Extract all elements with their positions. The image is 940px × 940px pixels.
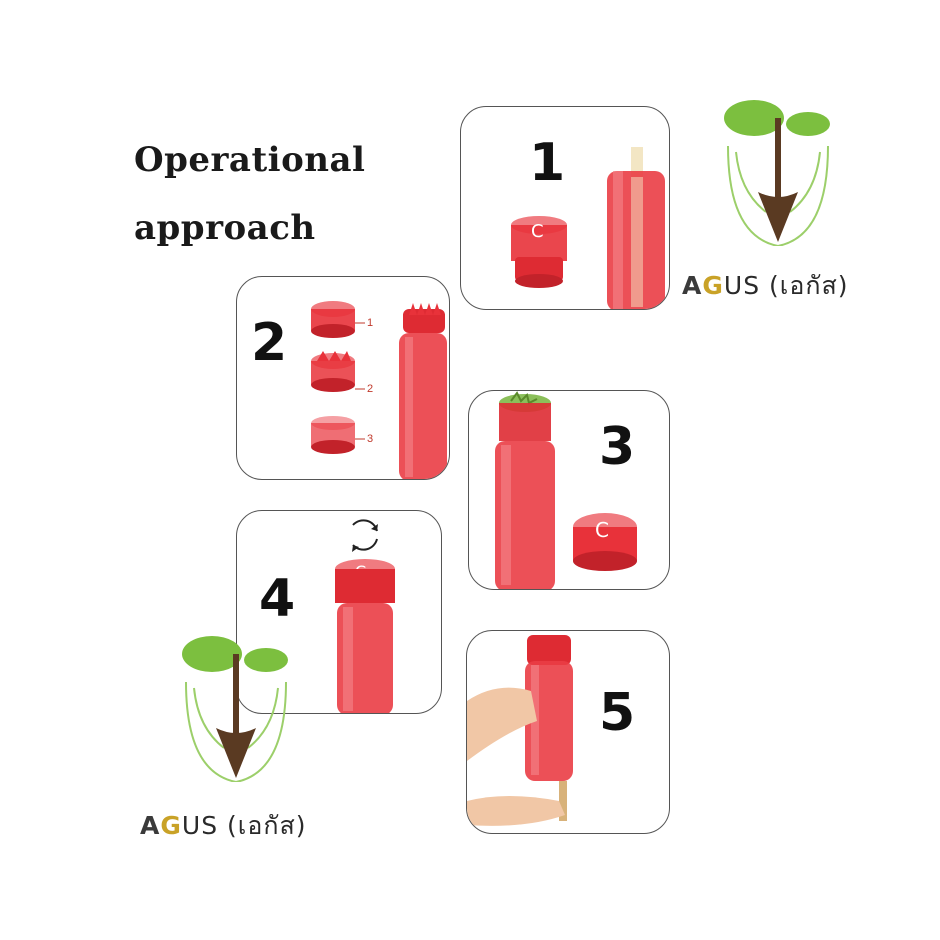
svg-text:C: C	[531, 221, 544, 242]
hand-fill-illustration	[467, 635, 573, 826]
brand-letters-us: US	[181, 811, 219, 840]
grinder-cap-illustration: C	[511, 147, 665, 309]
brand-name-top: AGUS (เอกัส)	[682, 266, 848, 306]
brand-letter-a: A	[140, 811, 161, 840]
part-label-3: 3	[367, 433, 374, 445]
step-number-2: 2	[251, 313, 288, 373]
heading-line-2: approach	[134, 208, 316, 248]
step-number-5: 5	[599, 683, 636, 743]
page-heading: Operational approach	[134, 126, 434, 262]
step-panel-4: 4 C	[236, 510, 442, 714]
filled-grinder-illustration: C	[495, 391, 637, 589]
step-number-4: 4	[259, 569, 296, 629]
step-panel-1: 1 C	[460, 106, 670, 310]
part-label-1: 1	[367, 317, 374, 329]
step-panel-3: 3 C	[468, 390, 670, 590]
brand-thai-text: (เอกัส)	[227, 811, 307, 840]
agus-logo-top	[724, 100, 830, 246]
brand-thai-text: (เอกัส)	[769, 271, 849, 300]
svg-text:C: C	[595, 518, 609, 542]
step-number-3: 3	[599, 417, 636, 477]
brand-letter-g: G	[160, 811, 182, 840]
brand-letters-us: US	[723, 271, 761, 300]
brand-letter-a: A	[682, 271, 703, 300]
twist-grinder-illustration: C	[335, 519, 395, 713]
agus-logo-bottom	[182, 636, 288, 782]
brand-name-bottom: AGUS (เอกัส)	[140, 806, 306, 846]
step-number-1: 1	[529, 133, 566, 193]
part-label-2: 2	[367, 383, 374, 395]
step-panel-5: 5	[466, 630, 670, 834]
step-panel-2: 2 1 2 3	[236, 276, 450, 480]
heading-line-1: Operational	[134, 140, 366, 180]
brand-letter-g: G	[702, 271, 724, 300]
grinder-parts-illustration	[311, 301, 447, 479]
